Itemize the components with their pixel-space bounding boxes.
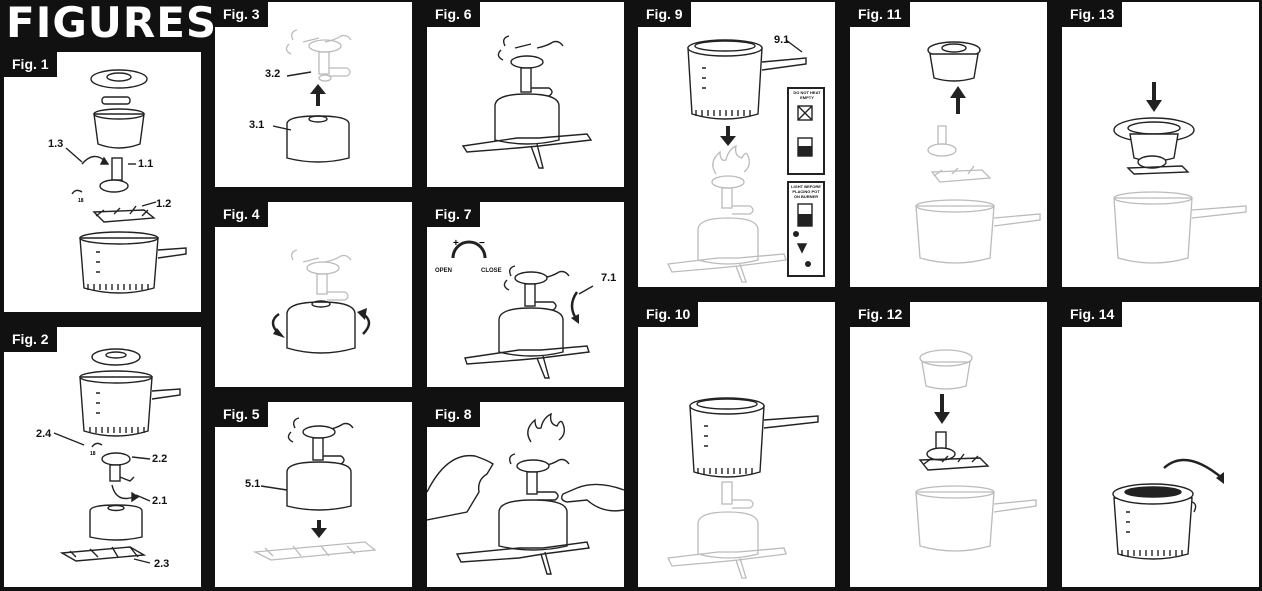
figure-14-illustration xyxy=(1112,458,1224,560)
figure-8-illustration xyxy=(427,412,624,575)
figure-12-illustration xyxy=(915,349,1037,552)
figure-6-illustration xyxy=(461,35,593,169)
figure-7-panel: Fig. 7 + − OPEN CLOSE 7.1 xyxy=(427,202,624,387)
figure-13-panel: Fig. 13 xyxy=(1062,2,1259,287)
figure-10-label: Fig. 10 xyxy=(638,302,699,327)
callout-3-1: 3.1 xyxy=(249,119,265,131)
figure-4-illustration xyxy=(271,249,371,354)
callout-2-1: 2.1 xyxy=(152,495,168,507)
figure-10-illustration xyxy=(667,397,819,579)
figure-2-label: Fig. 2 xyxy=(4,327,57,352)
callout-1-1: 1.1 xyxy=(138,158,154,170)
figure-4-label: Fig. 4 xyxy=(215,202,268,227)
svg-text:−: − xyxy=(479,238,485,249)
figure-8-label: Fig. 8 xyxy=(427,402,480,427)
callout-1-3: 1.3 xyxy=(48,138,64,150)
callout-2-3: 2.3 xyxy=(154,558,170,570)
warning-do-not-heat-empty: DO NOT HEAT EMPTY xyxy=(793,90,821,100)
callout-5-1: 5.1 xyxy=(245,478,261,490)
figure-11-illustration xyxy=(915,41,1041,264)
figure-3-label: Fig. 3 xyxy=(215,2,268,27)
figure-5-label: Fig. 5 xyxy=(215,402,268,427)
figure-9-label: Fig. 9 xyxy=(638,2,691,27)
valve-close-label: CLOSE xyxy=(481,268,502,274)
valve-open-label: OPEN xyxy=(435,268,453,274)
callout-1-2: 1.2 xyxy=(156,198,172,210)
figure-3-illustration xyxy=(272,29,352,163)
callout-9-1: 9.1 xyxy=(774,34,790,46)
page-title: FIGURES xyxy=(6,0,218,47)
callout-2-2: 2.2 xyxy=(152,453,168,465)
figure-12-label: Fig. 12 xyxy=(850,302,911,327)
figure-7-label: Fig. 7 xyxy=(427,202,480,227)
figure-13-label: Fig. 13 xyxy=(1062,2,1123,27)
figure-1-panel: Fig. 1 18 1.3 1.1 1.2 xyxy=(4,52,201,312)
figure-1-illustration: 18 xyxy=(65,69,187,294)
figure-10-panel: Fig. 10 xyxy=(638,302,835,587)
figure-12-panel: Fig. 12 xyxy=(850,302,1047,587)
figure-7-illustration: + − xyxy=(451,238,594,379)
svg-text:18: 18 xyxy=(90,451,96,457)
figure-14-label: Fig. 14 xyxy=(1062,302,1123,327)
warning-light-before-placing: LIGHT BEFORE PLACING POT ON BURNER xyxy=(791,184,821,199)
svg-text:18: 18 xyxy=(78,198,84,204)
figure-14-panel: Fig. 14 xyxy=(1062,302,1259,587)
figure-5-illustration xyxy=(252,417,377,561)
figure-9-panel: Fig. 9 9.1 DO NOT HEAT EMPTY LIGHT BEFOR… xyxy=(638,2,835,287)
figure-6-label: Fig. 6 xyxy=(427,2,480,27)
callout-2-4: 2.4 xyxy=(36,428,52,440)
figure-6-panel: Fig. 6 xyxy=(427,2,624,187)
figure-2-illustration: 18 xyxy=(53,348,181,564)
figure-3-panel: Fig. 3 3.2 3.1 xyxy=(215,2,412,187)
callout-7-1: 7.1 xyxy=(601,272,617,284)
figure-11-label: Fig. 11 xyxy=(850,2,910,27)
figure-11-panel: Fig. 11 xyxy=(850,2,1047,287)
callout-3-2: 3.2 xyxy=(265,68,281,80)
figure-1-label: Fig. 1 xyxy=(4,52,57,77)
figure-9-illustration xyxy=(667,39,825,283)
figure-13-illustration xyxy=(1113,82,1247,264)
figure-5-panel: Fig. 5 5.1 xyxy=(215,402,412,587)
figure-8-panel: Fig. 8 xyxy=(427,402,624,587)
svg-text:+: + xyxy=(453,238,459,249)
figure-2-panel: Fig. 2 18 2.4 2.2 2.1 2.3 xyxy=(4,327,201,587)
figure-4-panel: Fig. 4 xyxy=(215,202,412,387)
